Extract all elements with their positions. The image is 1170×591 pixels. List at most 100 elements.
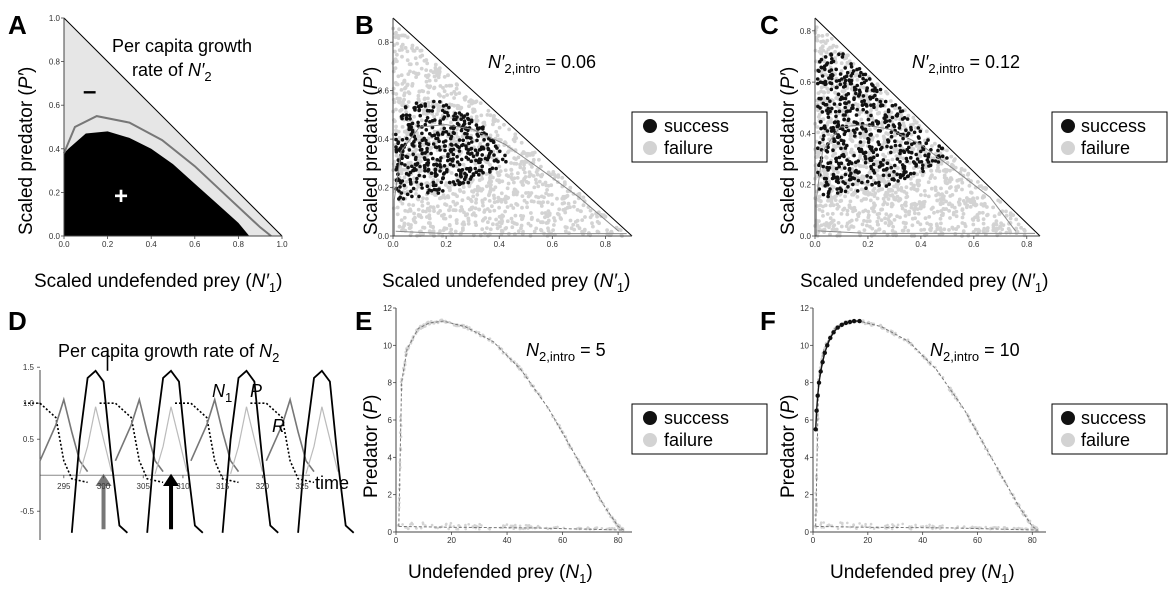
panel-f-failure-point bbox=[816, 436, 819, 440]
panel-b-success-point bbox=[418, 141, 422, 146]
panel-c-failure-point bbox=[898, 197, 903, 202]
panel-c-failure-point bbox=[957, 202, 962, 206]
panel-c-success-point bbox=[902, 167, 907, 171]
panel-e-failure-point bbox=[444, 523, 448, 526]
panel-b-failure-point bbox=[417, 89, 422, 94]
panel-b-failure-point bbox=[397, 224, 402, 229]
panel-c-failure-point bbox=[947, 228, 951, 232]
panel-b-failure-point bbox=[511, 206, 516, 210]
panel-b-success-point bbox=[457, 111, 462, 115]
panel-c-failure-point bbox=[825, 212, 830, 216]
panel-c-failure-point bbox=[907, 212, 911, 217]
panel-c-success-point bbox=[869, 132, 873, 137]
panel-e-failure-point bbox=[502, 524, 505, 527]
panel-c-success-point bbox=[872, 171, 877, 175]
legend-e-failure-marker bbox=[643, 433, 657, 447]
panel-f-failure-point bbox=[1030, 527, 1033, 530]
legend-c: success failure bbox=[1051, 111, 1168, 163]
panel-f-y-tick-label: 10 bbox=[800, 341, 809, 350]
panel-b-failure-point bbox=[424, 209, 428, 214]
panel-c-failure-point bbox=[929, 226, 934, 231]
panel-c-failure-point bbox=[963, 201, 968, 206]
panel-c-failure-point bbox=[839, 212, 844, 216]
label-r: R bbox=[272, 416, 285, 436]
panel-b-success-point bbox=[470, 151, 474, 156]
panel-b-failure-point bbox=[559, 217, 563, 221]
panel-b-success-point bbox=[437, 145, 441, 149]
panel-b-failure-point bbox=[474, 114, 479, 119]
panel-b-success-point bbox=[417, 194, 421, 199]
panel-c-failure-point bbox=[894, 117, 898, 121]
panel-c-failure-point bbox=[851, 225, 856, 229]
panel-c-success-point bbox=[889, 145, 893, 150]
panel-c-failure-point bbox=[940, 195, 945, 200]
panel-b-failure-point bbox=[442, 154, 447, 159]
panel-b-failure-point bbox=[505, 205, 510, 209]
panel-c-success-point bbox=[843, 172, 848, 177]
panel-c-failure-point bbox=[839, 61, 844, 66]
panel-c-success-point bbox=[848, 109, 852, 113]
panel-c-failure-point bbox=[868, 224, 872, 229]
panel-b-failure-point bbox=[425, 196, 429, 201]
panel-b-failure-point bbox=[395, 59, 399, 64]
panel-b-success-point bbox=[481, 145, 485, 150]
panel-c-success-point bbox=[875, 89, 879, 94]
panel-c-success-point bbox=[843, 105, 847, 110]
panel-c-failure-point bbox=[991, 205, 995, 210]
panel-c-success-point bbox=[820, 110, 825, 114]
panel-c-failure-point bbox=[903, 200, 908, 205]
panel-c-failure-point bbox=[907, 209, 912, 214]
panel-c-failure-point bbox=[975, 215, 980, 220]
panel-c-success-point bbox=[815, 77, 820, 81]
panel-b-success-point bbox=[418, 113, 423, 118]
panel-c-failure-point bbox=[910, 223, 915, 228]
panel-c-failure-point bbox=[883, 216, 887, 221]
panel-b-failure-point bbox=[432, 129, 437, 134]
panel-c-success-point bbox=[849, 177, 853, 182]
panel-c-success-point bbox=[826, 115, 831, 119]
panel-b-success-point bbox=[431, 105, 436, 109]
panel-c-failure-point bbox=[831, 185, 836, 190]
panel-b-success-point bbox=[449, 149, 454, 154]
panel-c-success-point bbox=[912, 161, 917, 165]
panel-c-success-point bbox=[837, 164, 841, 169]
panel-b-success-point bbox=[457, 168, 461, 172]
panel-c-success-point bbox=[823, 125, 827, 130]
panel-b-failure-point bbox=[537, 179, 542, 184]
panel-c-failure-point bbox=[875, 196, 880, 201]
panel-c-failure-point bbox=[960, 180, 965, 185]
panel-c-success-point bbox=[905, 117, 910, 121]
panel-b-success-point bbox=[459, 171, 463, 176]
panel-c-success-point bbox=[893, 163, 897, 168]
panel-c-failure-point bbox=[875, 222, 880, 227]
panel-c-success-point bbox=[890, 115, 895, 120]
panel-b-success-point bbox=[414, 180, 419, 184]
panel-c-success-point bbox=[830, 106, 834, 111]
panel-c-failure-point bbox=[878, 91, 883, 95]
panel-c-failure-point bbox=[898, 215, 902, 220]
panel-b-failure-point bbox=[477, 207, 482, 212]
panel-c-success-point bbox=[861, 76, 865, 81]
panel-c-trajectory-curve bbox=[815, 124, 1017, 236]
panel-c-success-point bbox=[824, 103, 828, 107]
panel-c-failure-point bbox=[903, 221, 907, 226]
panel-b-failure-point bbox=[482, 210, 487, 214]
panel-b-success-point bbox=[461, 138, 466, 143]
panel-c-failure-point bbox=[830, 154, 835, 158]
panel-c-failure-point bbox=[825, 38, 830, 43]
panel-f-failure-point bbox=[886, 523, 889, 527]
panel-c-failure-point bbox=[909, 186, 914, 191]
panel-letter-c: C bbox=[760, 10, 779, 40]
panel-b-failure-point bbox=[441, 193, 446, 198]
panel-e-failure-point bbox=[448, 320, 451, 324]
panel-c-failure-point bbox=[845, 208, 850, 213]
panel-e-failure-point bbox=[456, 527, 460, 531]
panel-c-success-point bbox=[912, 171, 916, 176]
panel-b-success-point bbox=[446, 132, 451, 137]
panel-c-success-point bbox=[832, 120, 837, 125]
panel-c-failure-point bbox=[933, 176, 937, 180]
panel-c-failure-point bbox=[947, 209, 951, 213]
panel-b-success-point bbox=[471, 172, 476, 176]
panel-b-failure-point bbox=[535, 172, 540, 177]
panel-b-failure-point bbox=[412, 176, 416, 181]
